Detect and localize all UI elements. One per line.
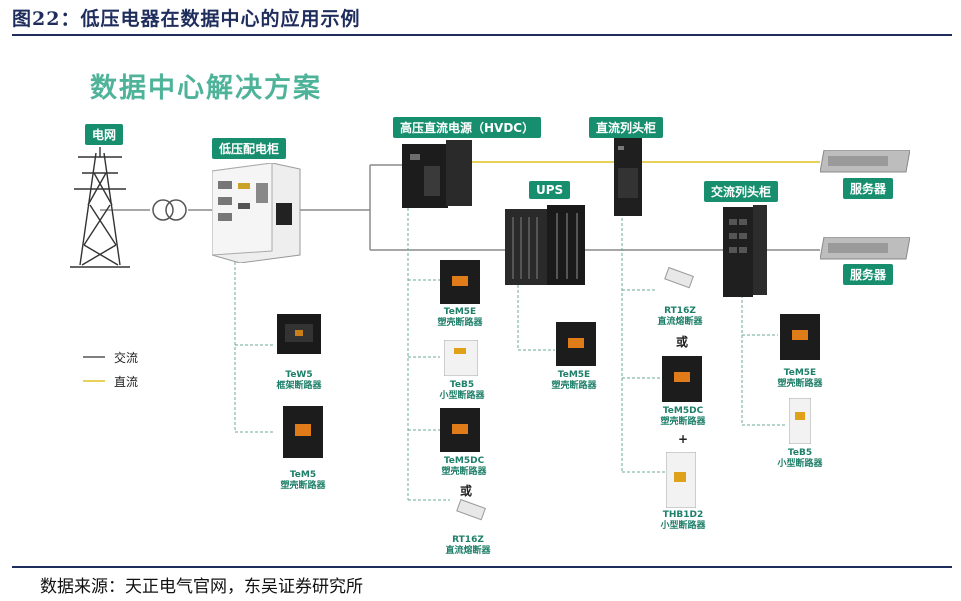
fuse-icon bbox=[664, 266, 694, 289]
tag-ups: UPS bbox=[529, 181, 571, 199]
connector-or: 或 bbox=[460, 484, 473, 498]
dc-head-cabinet-icon bbox=[614, 138, 642, 216]
figure-title: 图22：低压电器在数据中心的应用示例 bbox=[12, 8, 361, 30]
transformer-icon bbox=[152, 199, 187, 221]
server-icon bbox=[820, 150, 910, 173]
lv-cabinet-icon bbox=[212, 163, 301, 263]
ups-cabinet-icon bbox=[505, 205, 585, 285]
server-icon bbox=[820, 237, 910, 260]
air-circuit-breaker-icon bbox=[277, 314, 321, 354]
legend-dc-label: 直流 bbox=[114, 375, 139, 389]
fuse-icon bbox=[456, 498, 486, 521]
mcb-icon bbox=[444, 340, 478, 376]
transmission-tower-icon bbox=[70, 147, 130, 268]
bottom-rule bbox=[12, 566, 952, 568]
ac-head-cabinet-icon bbox=[723, 205, 767, 297]
mccb-icon bbox=[662, 356, 702, 402]
mcb-icon bbox=[789, 398, 811, 444]
hvdc-rack-icon bbox=[402, 140, 472, 208]
tag-server-1: 服务器 bbox=[843, 178, 894, 199]
mccb-icon bbox=[556, 322, 596, 366]
legend-ac-label: 交流 bbox=[114, 351, 139, 365]
connector-or: 或 bbox=[676, 335, 689, 349]
mcb-icon bbox=[666, 452, 696, 508]
mccb-icon bbox=[283, 406, 323, 458]
tag-hvdc: 高压直流电源（HVDC） bbox=[393, 117, 542, 138]
tag-server-2: 服务器 bbox=[843, 264, 894, 285]
diagram-title: 数据中心解决方案 bbox=[90, 73, 322, 104]
mccb-icon bbox=[440, 408, 480, 452]
mccb-icon bbox=[440, 260, 480, 304]
connector-plus: + bbox=[678, 432, 689, 446]
mccb-icon bbox=[780, 314, 820, 360]
source-note: 数据来源：天正电气官网，东吴证券研究所 bbox=[40, 577, 363, 597]
top-rule bbox=[12, 34, 952, 36]
tag-ac-head: 交流列头柜 bbox=[704, 181, 779, 202]
tag-grid: 电网 bbox=[85, 124, 124, 145]
tag-dc-head: 直流列头柜 bbox=[589, 117, 664, 138]
tag-lv-cabinet: 低压配电柜 bbox=[212, 138, 287, 159]
